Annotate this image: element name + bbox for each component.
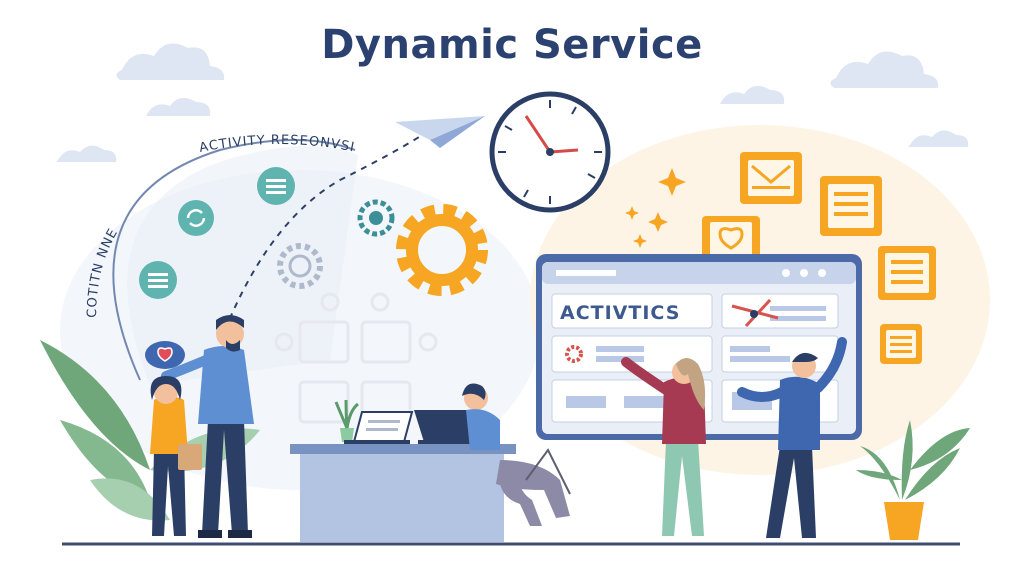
cloud-icon [56, 145, 117, 162]
gear-outline-icon [277, 243, 323, 289]
tools-icon [731, 298, 779, 328]
document-icon [878, 246, 936, 300]
list-icon [257, 167, 295, 205]
heart-badge-icon [145, 341, 185, 369]
paper-plane-icon [395, 116, 485, 148]
sparkle-icon [658, 168, 686, 196]
clouds [56, 43, 969, 162]
arc-icons [139, 167, 395, 369]
list-tile-icon [880, 324, 922, 364]
cloud-icon [116, 43, 225, 80]
person-woman-board [621, 357, 706, 536]
board-label: ACTIVTICS [560, 302, 681, 324]
laptop-icon [414, 410, 496, 444]
plant-right [856, 420, 970, 540]
person-man-board [737, 337, 847, 538]
person-woman-left [150, 376, 202, 536]
document-icon [820, 176, 882, 236]
mail-icon [740, 152, 802, 204]
page-title: Dynamic Service [321, 22, 703, 68]
sparkle-icon [633, 234, 647, 248]
gear-icon [396, 204, 488, 296]
desk [290, 444, 516, 542]
laptop-icon [344, 411, 414, 444]
heart-icon [702, 216, 760, 260]
list-icon [139, 261, 177, 299]
activity-arc [112, 139, 356, 381]
gear-small-icon [357, 199, 395, 237]
person-man-standing [161, 315, 254, 538]
person-sitting [462, 383, 571, 526]
sparkle-icon [625, 206, 639, 220]
small-plant [334, 399, 359, 442]
sparkles [625, 168, 686, 248]
activity-board [536, 254, 862, 440]
cloud-icon [908, 130, 969, 147]
floating-tiles [702, 152, 936, 364]
sparkle-icon [648, 212, 668, 232]
gear-small-icon [565, 345, 583, 363]
cloud-icon [830, 51, 939, 88]
clock-icon [489, 91, 611, 213]
dashed-flight-path [224, 129, 431, 331]
cloud-icon [718, 85, 785, 104]
sync-icon [178, 200, 214, 236]
cloud-icon [144, 97, 211, 116]
